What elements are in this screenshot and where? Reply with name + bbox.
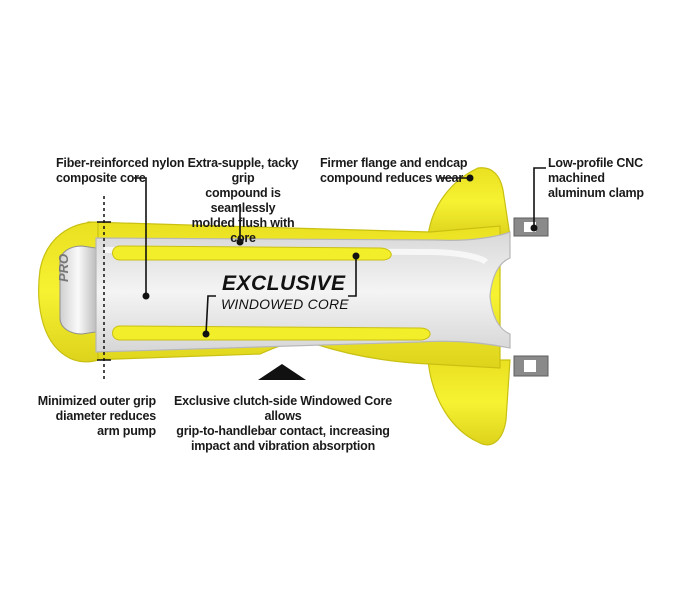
callout-compound: Extra-supple, tacky grip compound is sea… [187, 156, 299, 245]
window-strip-upper [112, 245, 392, 261]
callout-core: Fiber-reinforced nylon composite core [56, 156, 185, 185]
leader-clamp [533, 167, 546, 228]
flange-upper [427, 167, 511, 237]
clamp-upper-inner [524, 222, 536, 232]
leader-headline-top [348, 256, 357, 297]
leader-headline-bottom-dot [202, 330, 210, 338]
leader-clamp-dot [530, 224, 538, 232]
callout-flange: Firmer flange and endcap compound reduce… [320, 156, 468, 185]
leader-headline-bottom [205, 295, 216, 335]
leader-headline-top-dot [352, 252, 360, 260]
brand-logo-text: PRO [56, 253, 71, 282]
flange-lower [427, 359, 511, 446]
callout-windowed: Exclusive clutch-side Windowed Core allo… [174, 394, 392, 453]
core-highlight [103, 247, 489, 265]
leader-core-dot [142, 292, 150, 300]
clamp-lower-inner [524, 360, 536, 372]
callout-clamp: Low-profile CNC machined aluminum clamp [548, 156, 644, 200]
headline-line1: EXCLUSIVE [222, 272, 346, 295]
leader-core [134, 177, 147, 296]
windowed-core-arrow [258, 364, 306, 380]
leader-flange-dot [466, 174, 474, 182]
composite-core [95, 231, 511, 353]
leader-compound-dot [236, 238, 244, 246]
headline-line2: WINDOWED CORE [221, 296, 349, 312]
window-strip-lower [112, 325, 431, 341]
callout-diameter: Minimized outer grip diameter reduces ar… [37, 394, 156, 438]
